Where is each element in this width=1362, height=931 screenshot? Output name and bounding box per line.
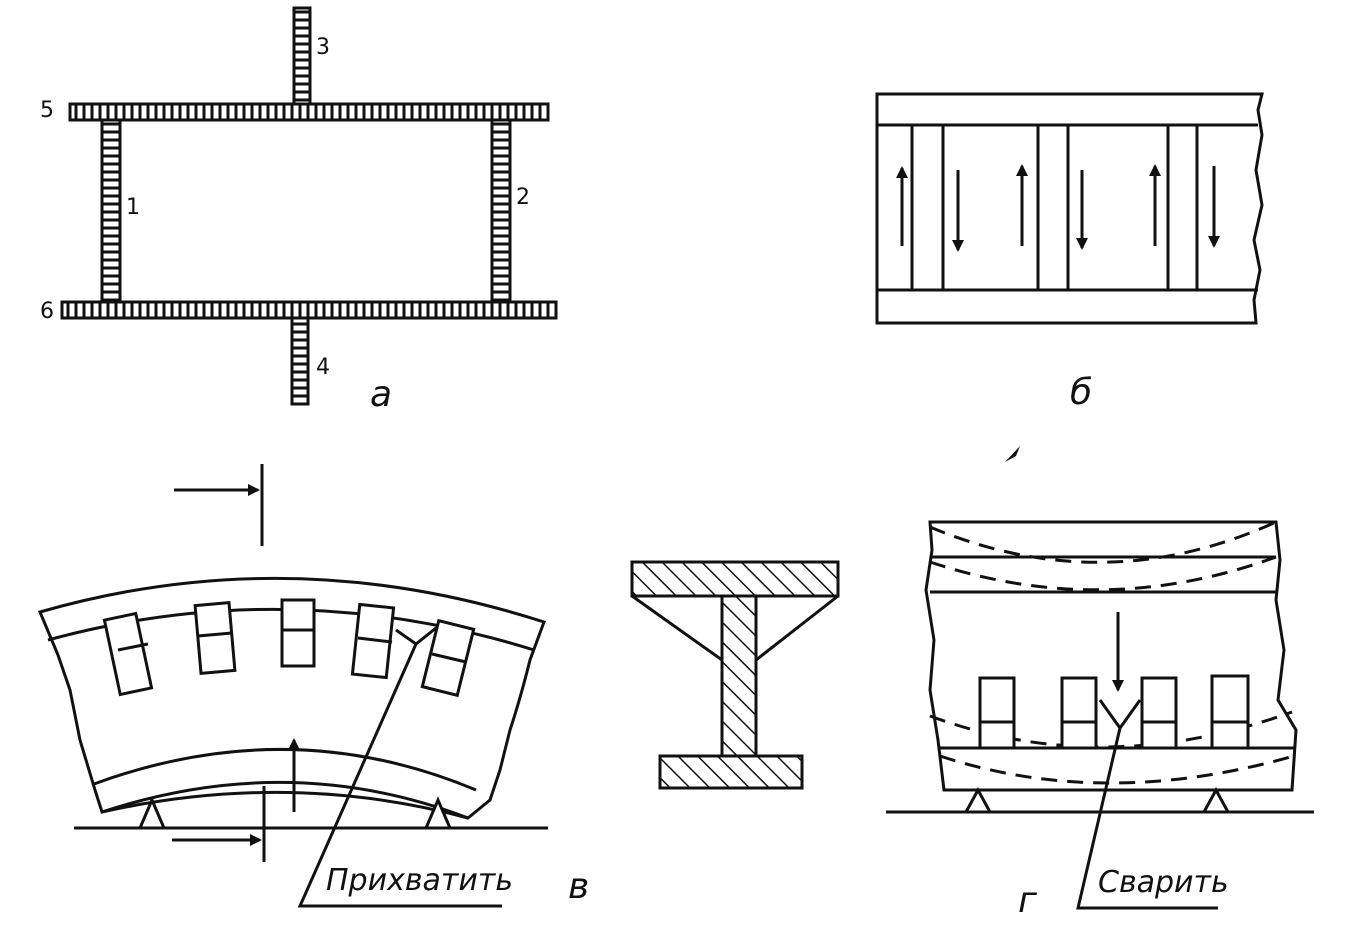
straight-beam-outline xyxy=(924,520,1298,792)
stiffeners-g xyxy=(978,674,1250,750)
support-right-g xyxy=(1201,786,1231,814)
i-beam-section xyxy=(630,560,840,790)
weld-leader-g xyxy=(1076,699,1218,910)
panel-b xyxy=(875,92,1264,325)
panel-g xyxy=(886,520,1314,910)
web xyxy=(720,594,758,758)
support-right xyxy=(423,796,453,830)
caption-b: б xyxy=(1070,372,1092,413)
caption-g: г xyxy=(1018,880,1038,921)
bottom-plate-6 xyxy=(60,300,558,320)
label-4: 4 xyxy=(316,355,330,380)
weld-left xyxy=(631,594,724,663)
support-left-g xyxy=(963,786,993,814)
panel-v xyxy=(37,464,548,908)
callout-weld: Сварить xyxy=(1098,865,1229,900)
curved-beam-outline xyxy=(37,576,546,820)
top-rib-3 xyxy=(292,6,312,106)
panel-a xyxy=(60,6,558,406)
top-flange xyxy=(630,560,840,598)
label-5: 5 xyxy=(40,98,54,123)
right-web-2 xyxy=(490,118,512,304)
label-2: 2 xyxy=(516,185,530,210)
top-plate-5 xyxy=(68,102,550,122)
label-6: 6 xyxy=(40,299,54,324)
bottom-rib-4 xyxy=(290,316,310,406)
stiffeners xyxy=(102,598,476,698)
weld-leader xyxy=(297,626,502,908)
caption-a: а xyxy=(370,374,392,415)
bottom-flange xyxy=(658,754,804,790)
label-1: 1 xyxy=(126,195,140,220)
callout-tack: Прихватить xyxy=(326,863,513,898)
left-web-1 xyxy=(100,118,122,304)
weld-right xyxy=(754,594,839,664)
ink-mark xyxy=(1005,446,1020,462)
caption-v: в xyxy=(568,866,589,907)
lower-flange-top xyxy=(93,747,477,792)
support-left xyxy=(137,796,167,830)
label-3: 3 xyxy=(316,35,330,60)
